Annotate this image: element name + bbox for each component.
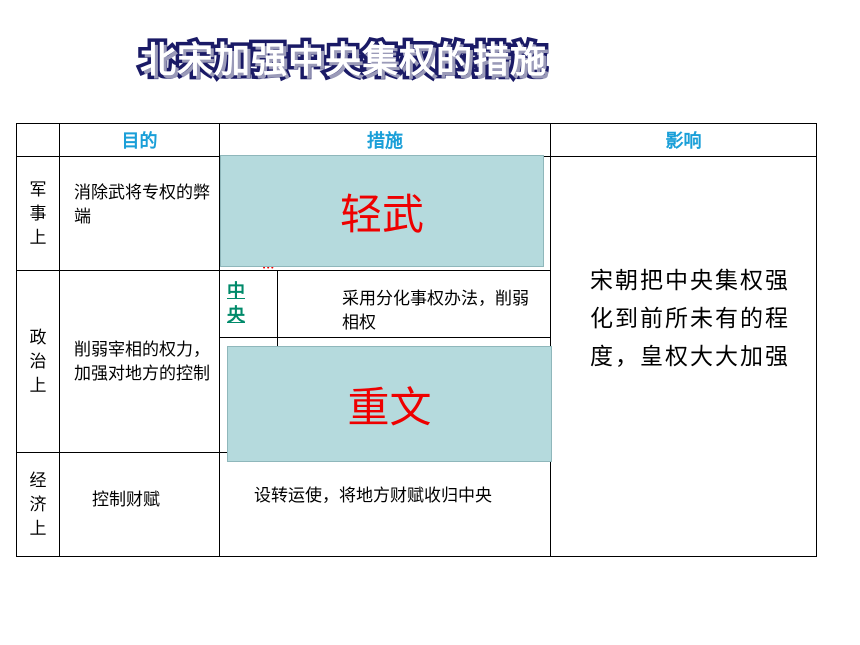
- central-hline: [219, 337, 550, 338]
- impact-text: 宋朝把中央集权强化到前所未有的程度，皇权大大加强: [590, 268, 790, 370]
- overlay-light-military: 轻武: [220, 155, 544, 267]
- central-divider: [277, 270, 278, 348]
- label-military: 军 事 上: [16, 156, 60, 271]
- purpose-military: 消除武将专权的弊端: [59, 156, 220, 271]
- label-economic: 经 济 上: [16, 452, 60, 557]
- impact-cell: [550, 156, 817, 557]
- header-impact: 影响: [550, 123, 817, 157]
- header-purpose: 目的: [59, 123, 220, 157]
- central-label: 中 央: [227, 281, 245, 326]
- measure-economic: [219, 452, 551, 557]
- purpose-economic: 控制财赋: [59, 452, 220, 557]
- purpose-political: 削弱宰相的权力，加强对地方的控制: [59, 270, 220, 453]
- header-empty: [16, 123, 60, 157]
- overlay-emphasize-culture: 重文: [227, 346, 552, 462]
- header-measures: 措施: [219, 123, 551, 157]
- label-political: 政 治 上: [16, 270, 60, 453]
- small-mark: •••: [262, 264, 275, 272]
- page-title: 北宋加强中央集权的措施: [137, 37, 550, 85]
- measure-economic-text: 设转运使，将地方财赋收归中央: [254, 486, 492, 506]
- central-measure: 采用分化事权办法，削弱相权: [342, 289, 529, 333]
- row-economic: 经 济 上 控制财赋: [16, 452, 817, 557]
- header-row: 目的 措施 影响: [16, 123, 817, 157]
